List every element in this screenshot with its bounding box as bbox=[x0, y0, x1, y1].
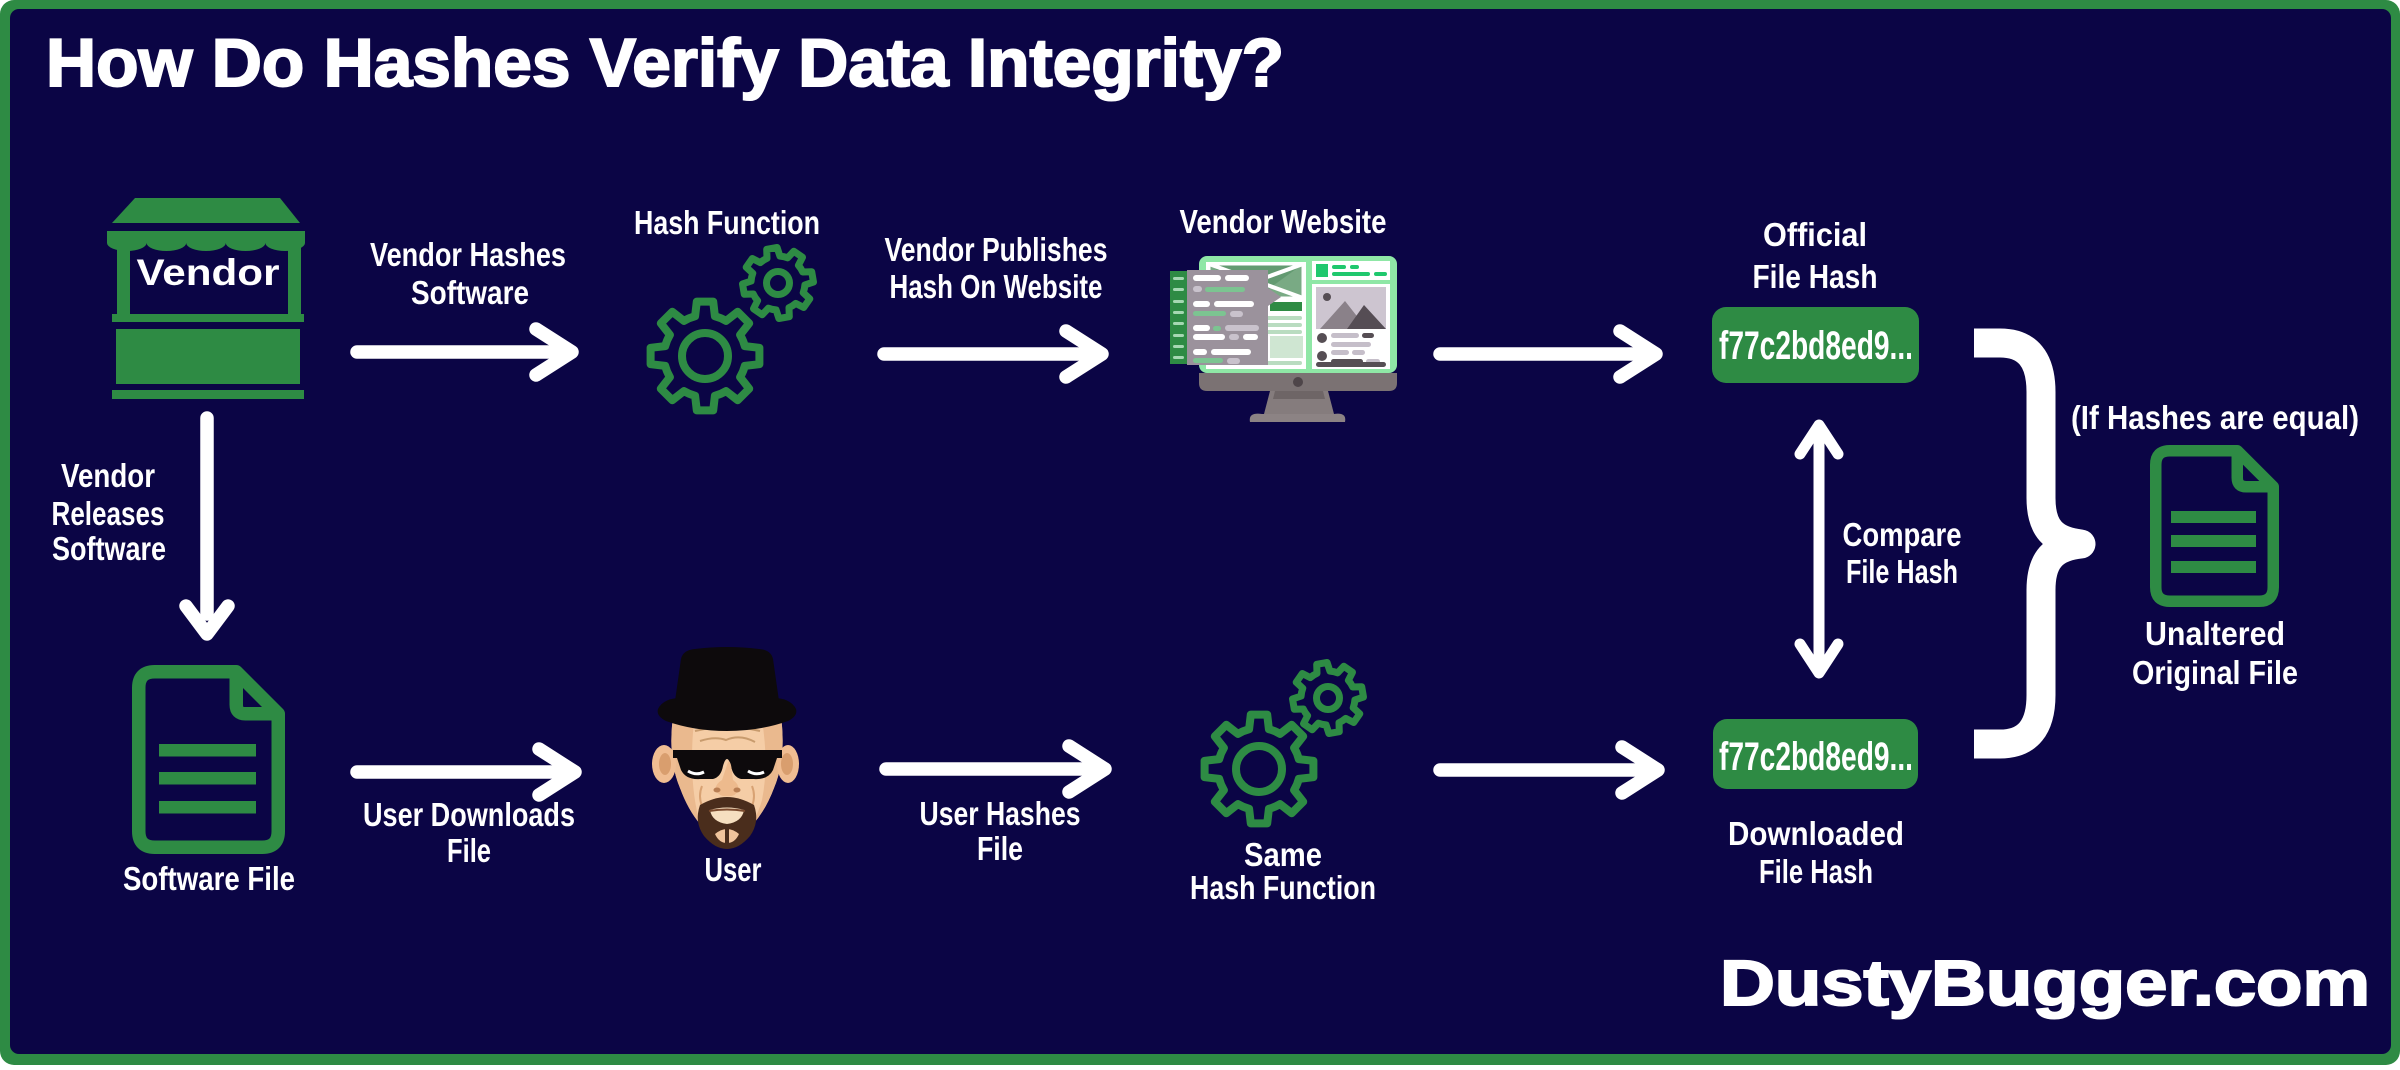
svg-text:Hash Function: Hash Function bbox=[634, 204, 820, 241]
svg-text:DustyBugger.com: DustyBugger.com bbox=[1720, 947, 2370, 1019]
svg-text:File Hash: File Hash bbox=[1759, 853, 1873, 890]
svg-text:Hash Function: Hash Function bbox=[1190, 869, 1376, 906]
svg-text:Official: Official bbox=[1763, 216, 1867, 253]
svg-text:(If Hashes are equal): (If Hashes are equal) bbox=[2071, 399, 2359, 436]
svg-text:Vendor: Vendor bbox=[137, 252, 280, 293]
svg-text:Unaltered: Unaltered bbox=[2145, 615, 2285, 652]
svg-text:File: File bbox=[447, 832, 491, 869]
svg-text:Downloaded: Downloaded bbox=[1728, 815, 1904, 852]
svg-text:Hash On Website: Hash On Website bbox=[890, 268, 1103, 305]
svg-text:How Do Hashes Verify Data Inte: How Do Hashes Verify Data Integrity? bbox=[46, 25, 1284, 101]
svg-text:Vendor Publishes: Vendor Publishes bbox=[885, 231, 1108, 268]
svg-text:File Hash: File Hash bbox=[1846, 553, 1958, 590]
svg-text:Vendor Hashes: Vendor Hashes bbox=[370, 236, 566, 273]
svg-text:File Hash: File Hash bbox=[1753, 258, 1878, 295]
svg-text:Same: Same bbox=[1244, 836, 1322, 873]
svg-text:Releases: Releases bbox=[52, 495, 165, 532]
svg-text:Software: Software bbox=[52, 530, 166, 567]
svg-text:Compare: Compare bbox=[1843, 516, 1962, 553]
svg-text:f77c2bd8ed9...: f77c2bd8ed9... bbox=[1719, 324, 1913, 368]
svg-text:f77c2bd8ed9...: f77c2bd8ed9... bbox=[1719, 735, 1913, 779]
svg-text:User: User bbox=[705, 851, 762, 888]
svg-text:Software File: Software File bbox=[123, 860, 295, 897]
svg-text:Original File: Original File bbox=[2132, 654, 2298, 691]
svg-text:Vendor Website: Vendor Website bbox=[1180, 203, 1387, 240]
svg-text:User Hashes: User Hashes bbox=[920, 795, 1081, 832]
svg-text:User Downloads: User Downloads bbox=[363, 796, 575, 833]
svg-text:File: File bbox=[977, 830, 1023, 867]
svg-text:Software: Software bbox=[411, 274, 529, 311]
svg-text:Vendor: Vendor bbox=[61, 457, 155, 494]
